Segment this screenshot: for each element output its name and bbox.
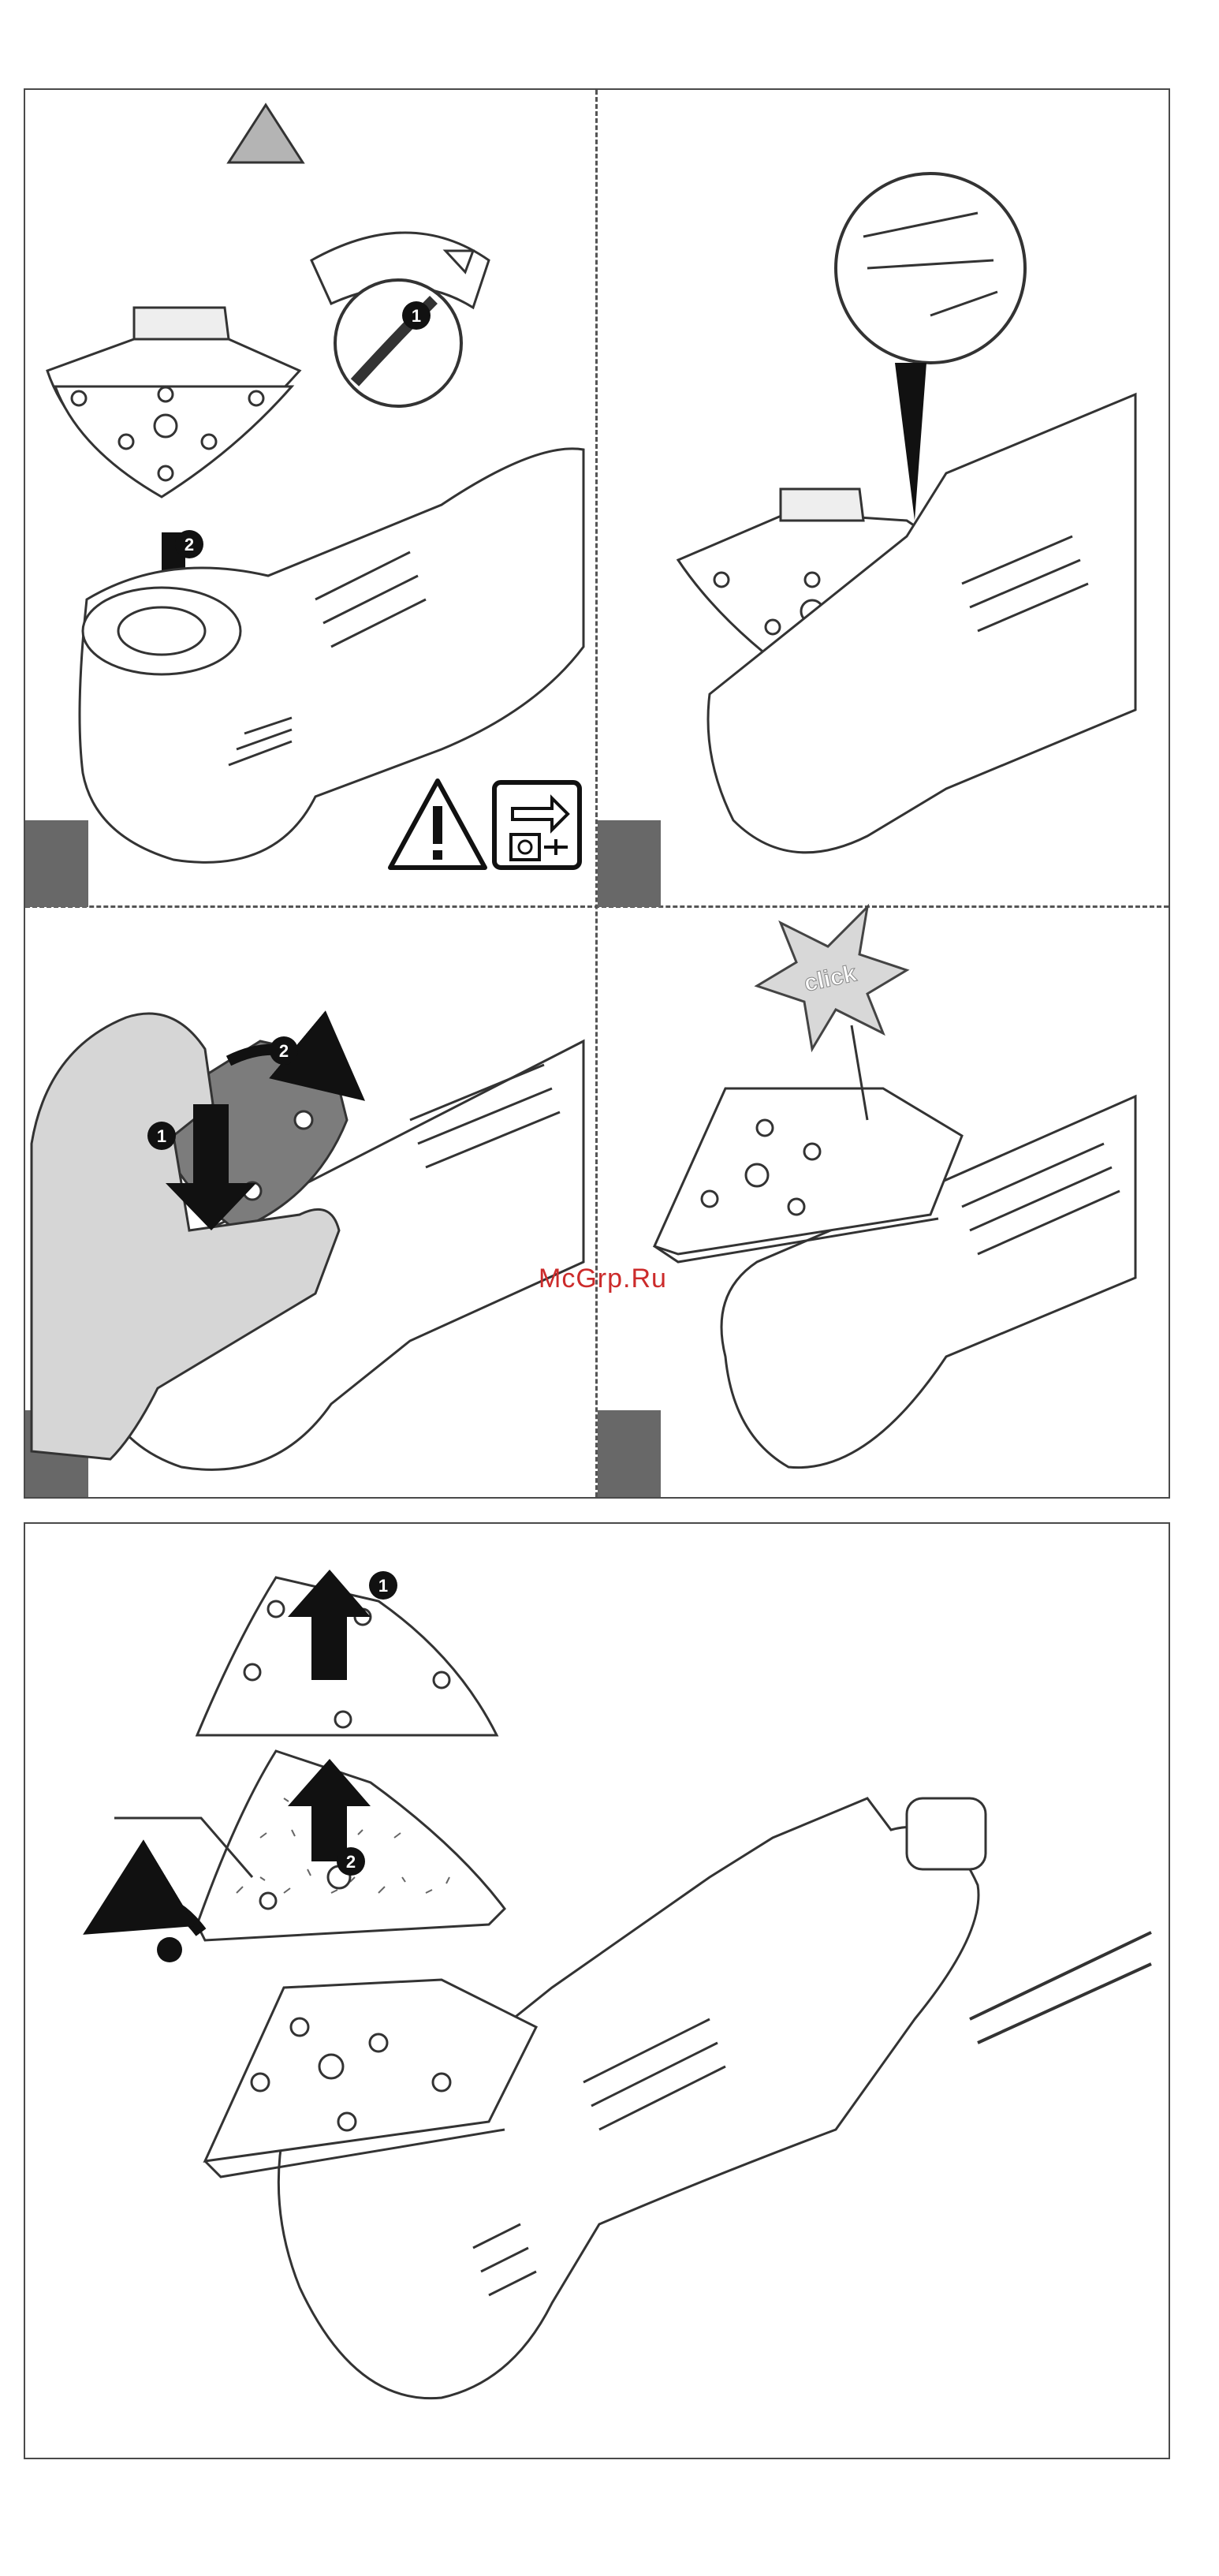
unplug-icon [494,782,580,868]
watermark: McGrp.Ru [539,1264,667,1294]
marker-step-1: 1 [369,1571,397,1600]
svg-text:1: 1 [157,1126,166,1146]
marker-step-1: 1 [147,1122,176,1150]
panel-3-press-pad: 1 2 [32,1014,583,1469]
warning-icon [390,781,485,868]
svg-text:2: 2 [279,1041,289,1061]
marker-step-2: 2 [175,530,203,558]
svg-text:2: 2 [346,1852,356,1872]
panel-1-attach-pad: 1 2 [47,105,583,868]
triangle-badge-icon [229,105,303,162]
svg-text:2: 2 [185,535,194,554]
svg-text:1: 1 [412,306,421,326]
panel-2-pad-aligned [678,174,1135,853]
svg-text:1: 1 [378,1576,388,1596]
arrow-curl-icon [126,1901,201,1932]
panel-detach-pad: 1 2 [114,1570,1151,2399]
marker-step-1: 1 [402,301,431,330]
selector-dial-icon [311,233,489,406]
panel-4-click: click [654,907,1135,1468]
grip-point [157,1937,182,1962]
marker-step-2: 2 [337,1847,365,1876]
sanding-pad-loose [47,308,300,497]
power-cord [970,1932,1151,2043]
marker-step-2: 2 [270,1036,298,1065]
dust-port [907,1798,986,1869]
abrasive-sheet [197,1751,505,1940]
detail-magnifier [836,174,1025,363]
